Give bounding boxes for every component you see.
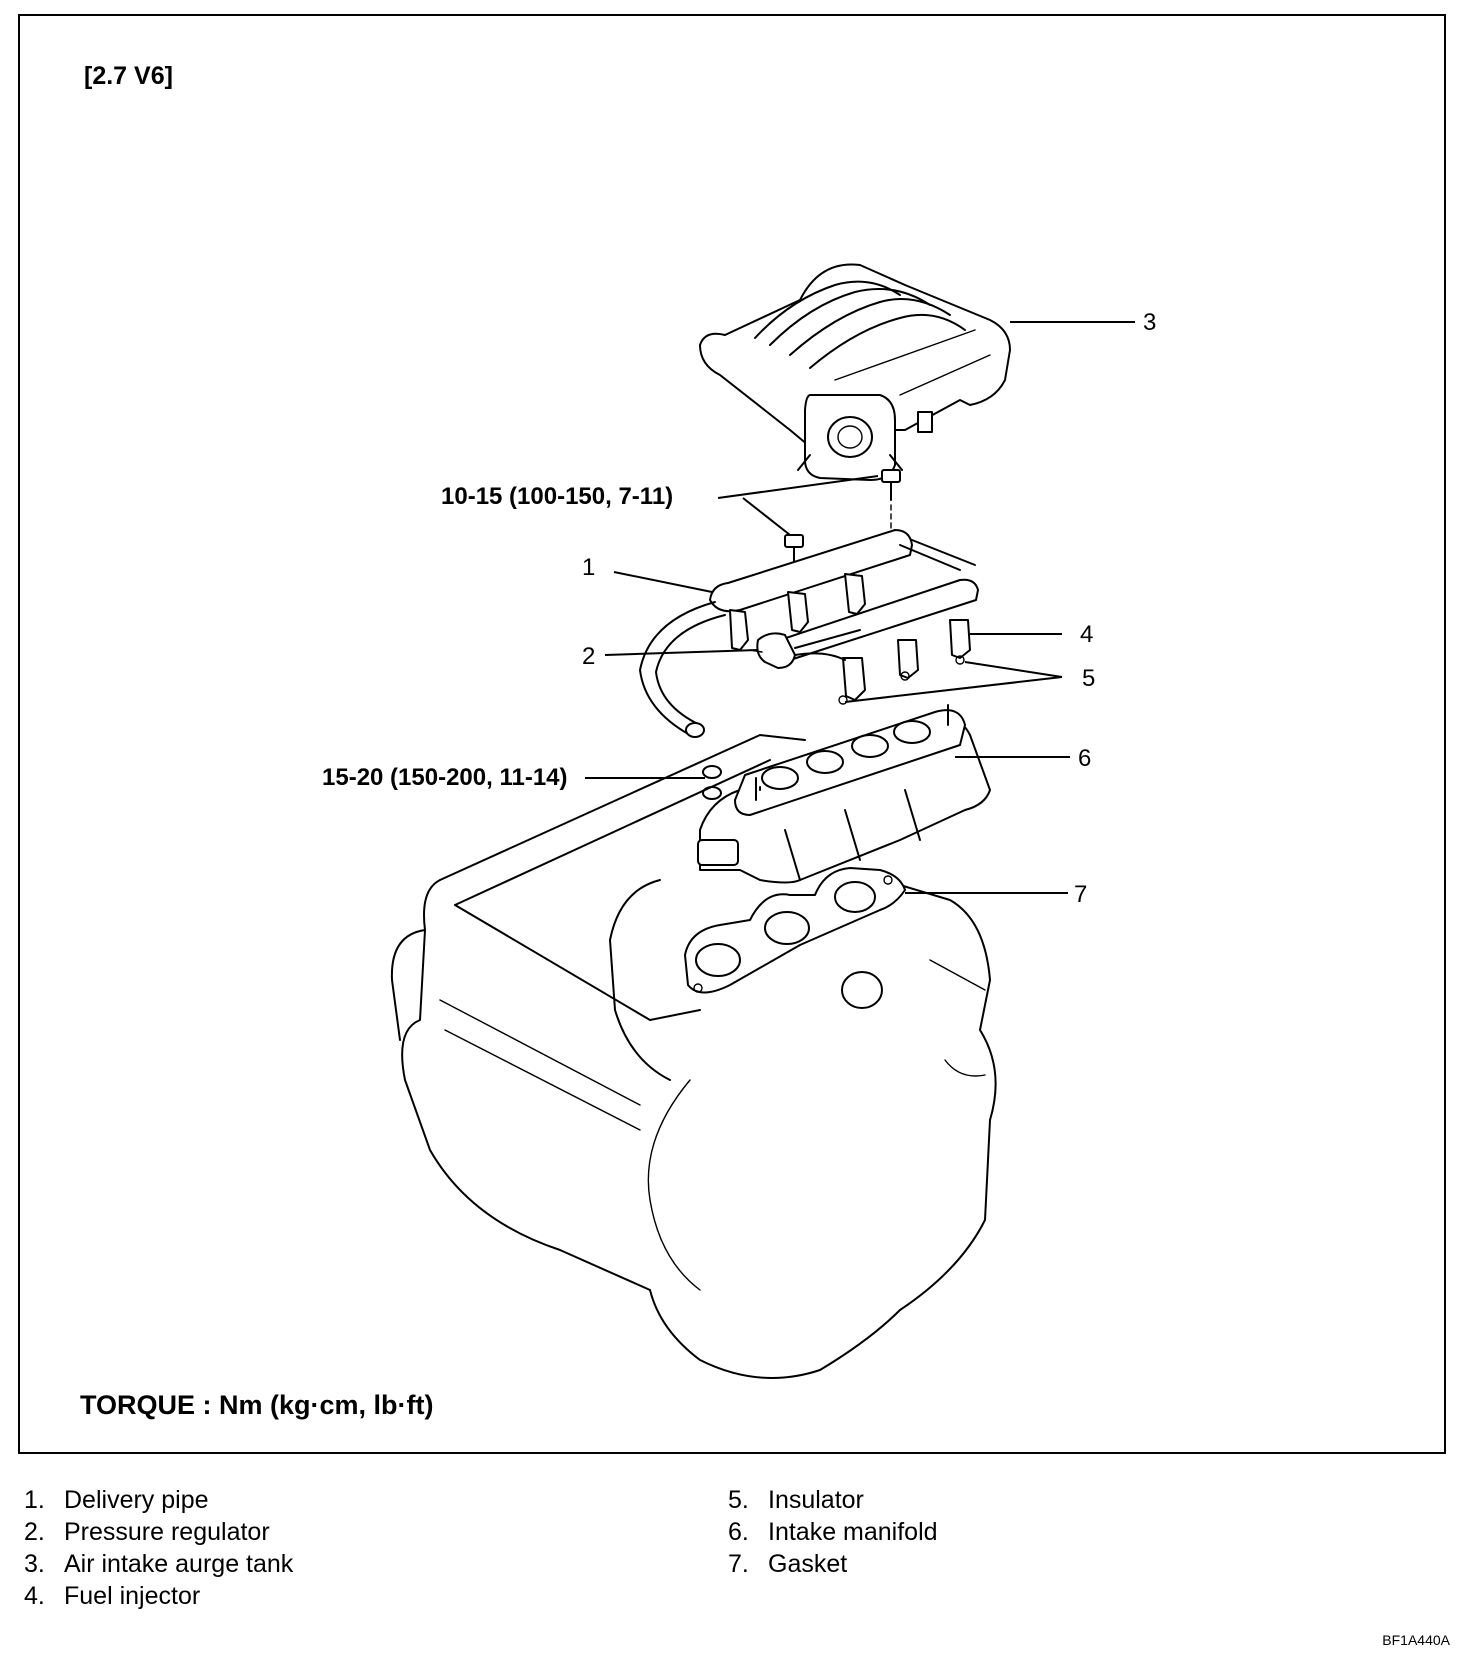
legend-item-label: Gasket xyxy=(768,1550,848,1578)
callout-number-6: 6 xyxy=(1078,745,1091,772)
leader-lines xyxy=(585,321,1135,894)
legend-item-number: 2. xyxy=(24,1518,45,1546)
parts-legend-right: 5. Insulator 6. Intake manifold 7. Gasket xyxy=(728,1484,938,1580)
callout-number-4: 4 xyxy=(1080,621,1093,648)
torque-spec-surge-tank: 10-15 (100-150, 7-11) xyxy=(441,483,673,510)
legend-item-label: Air intake aurge tank xyxy=(64,1550,294,1578)
gasket-part xyxy=(684,867,906,994)
legend-item-number: 1. xyxy=(24,1486,45,1514)
delivery-pipe-part xyxy=(709,529,979,701)
surge-tank-part xyxy=(699,263,1011,481)
legend-item-label: Intake manifold xyxy=(768,1518,938,1546)
legend-item-label: Insulator xyxy=(768,1486,864,1514)
engine-variant-label: [2.7 V6] xyxy=(84,62,173,90)
callout-number-5: 5 xyxy=(1082,665,1095,692)
torque-spec-manifold: 15-20 (150-200, 11-14) xyxy=(322,764,568,791)
callout-number-1: 1 xyxy=(582,554,595,581)
callout-number-7: 7 xyxy=(1074,881,1087,908)
diagram-frame xyxy=(18,14,1446,1454)
legend-item-number: 3. xyxy=(24,1550,45,1578)
legend-item: 6. Intake manifold xyxy=(728,1516,938,1548)
insulator-parts xyxy=(838,655,965,705)
legend-item-label: Fuel injector xyxy=(64,1582,201,1610)
exploded-view-diagram: 1 2 3 4 5 6 7 10-15 (100-150, 7-11) 15-2… xyxy=(322,263,1156,1379)
legend-item-number: 4. xyxy=(24,1582,45,1610)
legend-item-number: 7. xyxy=(728,1550,749,1578)
engine-block-outline xyxy=(390,734,997,1379)
legend-item: 4. Fuel injector xyxy=(24,1580,293,1612)
fuel-hose xyxy=(639,601,726,738)
surge-tank-bolts xyxy=(784,469,901,563)
torque-units-note: TORQUE : Nm (kg·cm, lb·ft) xyxy=(80,1390,434,1420)
figure-code: BF1A440A xyxy=(1382,1632,1450,1648)
intake-manifold-part xyxy=(697,704,991,884)
legend-item: 3. Air intake aurge tank xyxy=(24,1548,293,1580)
legend-item-label: Pressure regulator xyxy=(64,1518,270,1546)
legend-item-number: 6. xyxy=(728,1518,749,1546)
legend-item: 7. Gasket xyxy=(728,1548,938,1580)
legend-item: 2. Pressure regulator xyxy=(24,1516,293,1548)
legend-item-label: Delivery pipe xyxy=(64,1486,209,1514)
legend-item: 5. Insulator xyxy=(728,1484,938,1516)
legend-item-number: 5. xyxy=(728,1486,749,1514)
callout-number-3: 3 xyxy=(1143,309,1156,336)
manifold-nut-washers xyxy=(702,765,722,800)
parts-legend-left: 1. Delivery pipe 2. Pressure regulator 3. A… xyxy=(24,1484,293,1612)
callout-number-2: 2 xyxy=(582,643,595,670)
legend-item: 1. Delivery pipe xyxy=(24,1484,293,1516)
pressure-regulator-part xyxy=(749,629,861,669)
